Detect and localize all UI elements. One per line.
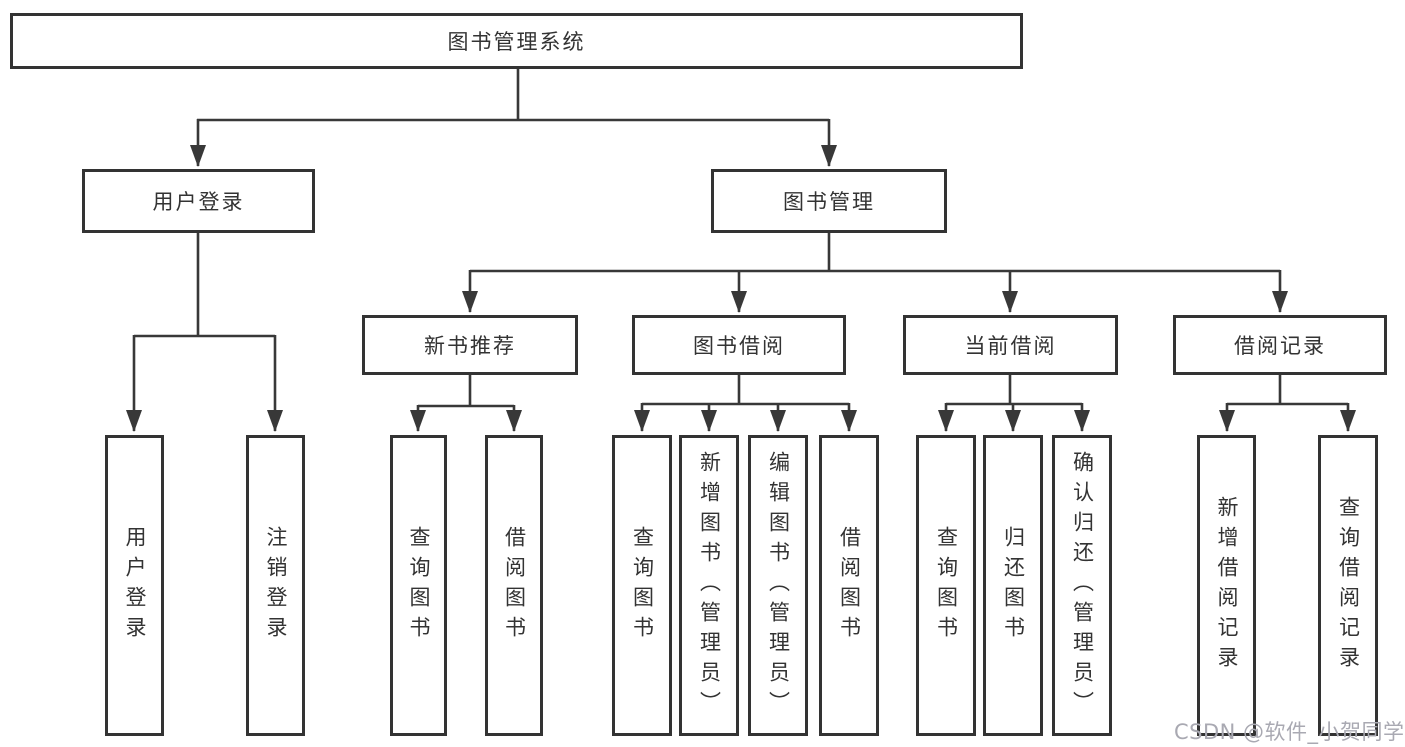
connector-book-borrow-trunk [642,375,849,406]
node-label: 归还图书 [1001,525,1026,646]
node-label: 新增借阅记录 [1215,495,1240,676]
node-borrowing-records: 借阅记录 [1173,315,1387,375]
node-label: 查询借阅记录 [1336,495,1361,676]
connector-borrow-records-trunk [1227,375,1348,406]
node-label: 借阅记录 [1234,334,1326,358]
node-label: 新书推荐 [424,334,516,358]
connector-book-management-trunk [470,233,1280,273]
node-root-system: 图书管理系统 [10,13,1023,69]
node-label: 当前借阅 [964,334,1057,358]
node-new-book-recommend: 新书推荐 [362,315,578,375]
node-label: 编辑图书（管理员） [766,450,791,721]
node-label: 确认归还（管理员） [1070,450,1095,721]
node-label: 查询图书 [630,525,655,646]
leaf-bb-edit-books-admin: 编辑图书（管理员） [748,435,808,736]
node-label: 查询图书 [934,525,959,646]
leaf-br-add-record: 新增借阅记录 [1197,435,1256,736]
node-label: 新增图书（管理员） [697,450,722,721]
leaf-user-login: 用户登录 [105,435,164,736]
node-label: 用户登录 [123,525,148,646]
leaf-nb-query-books: 查询图书 [390,435,447,736]
node-current-borrowing: 当前借阅 [903,315,1118,375]
node-label: 借阅图书 [837,525,862,646]
leaf-cb-confirm-return-admin: 确认归还（管理员） [1052,435,1112,736]
leaf-nb-borrow-books: 借阅图书 [485,435,543,736]
leaf-logout: 注销登录 [246,435,305,736]
node-book-borrowing: 图书借阅 [632,315,846,375]
node-label: 图书管理系统 [447,30,586,54]
connector-root-trunk [197,69,829,122]
leaf-cb-return-books: 归还图书 [983,435,1043,736]
node-label: 用户登录 [152,190,245,214]
connector-current-borrow-trunk [946,375,1082,406]
csdn-watermark: CSDN @软件_小贺同学 [1174,720,1405,744]
leaf-bb-add-books-admin: 新增图书（管理员） [679,435,739,736]
connector-new-book-trunk [418,375,514,408]
node-book-management: 图书管理 [711,169,947,233]
node-label: 图书借阅 [693,334,785,358]
leaf-cb-query-books: 查询图书 [916,435,976,736]
leaf-br-query-record: 查询借阅记录 [1318,435,1378,736]
connector-user-login-trunk [134,233,275,338]
node-label: 借阅图书 [502,525,527,646]
node-label: 注销登录 [264,525,289,646]
node-label: 查询图书 [407,525,432,646]
node-label: 图书管理 [783,190,875,214]
node-user-login: 用户登录 [82,169,315,233]
leaf-bb-borrow-books: 借阅图书 [819,435,879,736]
leaf-bb-query-books: 查询图书 [612,435,672,736]
